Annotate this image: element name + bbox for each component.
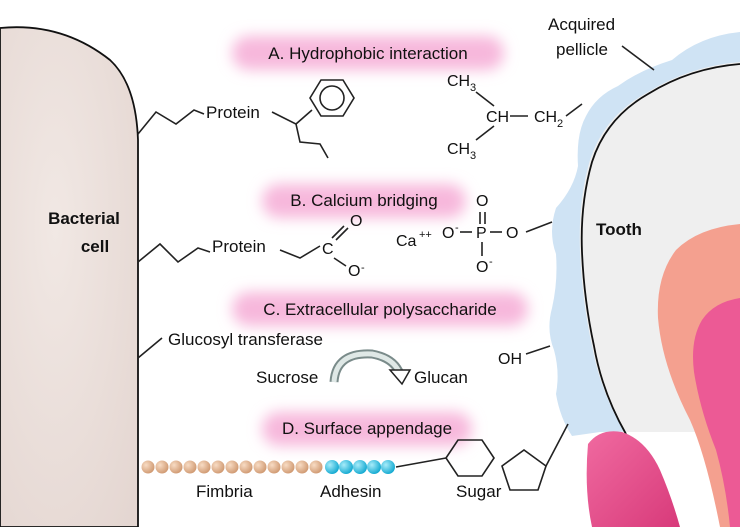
svg-text:CH: CH bbox=[534, 109, 557, 126]
gum-tissue bbox=[586, 431, 680, 527]
svg-text:Ca: Ca bbox=[396, 233, 417, 250]
svg-text:3: 3 bbox=[470, 150, 476, 162]
fimbria-label: Fimbria bbox=[196, 482, 253, 501]
protein-label-b: Protein bbox=[212, 237, 266, 256]
title-d: D. Surface appendage bbox=[282, 419, 452, 438]
pellicle-sugar-pentagon-icon bbox=[501, 449, 547, 491]
title-c-glow bbox=[232, 292, 528, 326]
svg-text:++: ++ bbox=[419, 229, 432, 241]
pellicle-label-line1: Acquired bbox=[548, 15, 615, 34]
svg-text:-: - bbox=[361, 262, 365, 274]
pellicle-leader-line bbox=[621, 45, 655, 71]
pellicle-label-line2: pellicle bbox=[556, 40, 608, 59]
enzyme-leader-line bbox=[137, 337, 163, 359]
svg-text:P: P bbox=[476, 225, 487, 242]
bacterial-cell-body bbox=[0, 26, 139, 527]
sugar-hexagon-icon bbox=[445, 439, 495, 477]
adhesin-chain bbox=[325, 460, 395, 474]
svg-text:O: O bbox=[442, 225, 454, 242]
title-b-glow bbox=[262, 184, 466, 218]
curved-arrow-icon bbox=[329, 349, 412, 386]
svg-text:2: 2 bbox=[557, 118, 563, 130]
protein-chain-b bbox=[137, 242, 211, 264]
tooth-label: Tooth bbox=[596, 220, 642, 239]
title-d-glow bbox=[262, 412, 472, 446]
svg-text:-: - bbox=[455, 222, 459, 234]
benzyl-bond bbox=[271, 111, 329, 159]
phosphate-group: O O - P O O - bbox=[442, 193, 553, 276]
adhesin-sugar-link bbox=[395, 457, 447, 468]
svg-text:O: O bbox=[476, 259, 488, 276]
carboxylate-group: C O O - bbox=[279, 213, 365, 280]
title-a-glow bbox=[232, 36, 504, 70]
svg-text:C: C bbox=[322, 241, 334, 258]
bacterial-cell-label-line1: Bacterial bbox=[48, 209, 120, 228]
adhesin-label: Adhesin bbox=[320, 482, 381, 501]
glucosyl-transferase-label: Glucosyl transferase bbox=[168, 330, 323, 349]
hydroxyl-leader-line bbox=[525, 345, 551, 355]
fimbria-chain bbox=[141, 460, 323, 474]
pentagon-leader-line bbox=[545, 423, 569, 467]
isobutyl-group: CH 3 CH CH 2 CH 3 bbox=[447, 73, 583, 162]
tooth-outline bbox=[580, 63, 740, 435]
sugar-label: Sugar bbox=[456, 482, 502, 501]
svg-text:CH: CH bbox=[486, 109, 509, 126]
sucrose-label: Sucrose bbox=[256, 368, 318, 387]
svg-text:O: O bbox=[350, 213, 362, 230]
title-a: A. Hydrophobic interaction bbox=[268, 44, 467, 63]
svg-text:-: - bbox=[489, 256, 493, 268]
svg-text:3: 3 bbox=[470, 82, 476, 94]
svg-text:O: O bbox=[348, 263, 360, 280]
svg-text:O: O bbox=[476, 193, 488, 210]
tooth-pulp bbox=[693, 298, 740, 527]
svg-text:CH: CH bbox=[447, 141, 470, 158]
title-c: C. Extracellular polysaccharide bbox=[263, 300, 496, 319]
calcium-ion: Ca ++ bbox=[396, 229, 432, 250]
title-b: B. Calcium bridging bbox=[290, 191, 437, 210]
svg-text:CH: CH bbox=[447, 73, 470, 90]
svg-text:O: O bbox=[506, 225, 518, 242]
benzene-ring-icon bbox=[295, 79, 355, 125]
protein-chain-a bbox=[137, 109, 205, 135]
protein-label-a: Protein bbox=[206, 103, 260, 122]
hydroxyl-label: OH bbox=[498, 351, 522, 368]
bacterial-cell-label-line2: cell bbox=[81, 237, 109, 256]
glucan-label: Glucan bbox=[414, 368, 468, 387]
